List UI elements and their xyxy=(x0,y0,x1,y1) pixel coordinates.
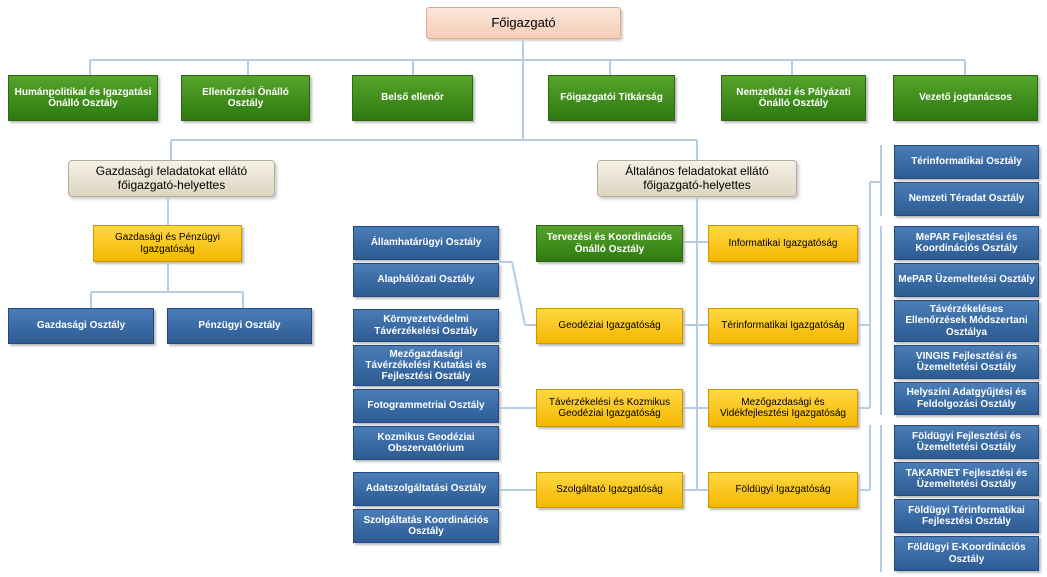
vingis-osztaly: VINGIS Fejlesztési és Üzemeltetési Osztá… xyxy=(894,345,1039,379)
foldugyi-fejlesztesi-osztaly: Földügyi Fejlesztési és Üzemeltetési Osz… xyxy=(894,425,1039,459)
fotogrammetriai-osztaly: Fotogrammetriai Osztály xyxy=(353,389,499,423)
geodeziai-igazgatosag: Geodéziai Igazgatóság xyxy=(536,308,683,344)
terinformatikai-osztaly: Térinformatikai Osztály xyxy=(894,145,1039,179)
top-unit-nemzetkozi: Nemzetközi és Pályázati Önálló Osztály xyxy=(721,75,866,121)
allamhatarugyi-osztaly: Államhatárügyi Osztály xyxy=(353,226,499,260)
foldugyi-igazgatosag: Földügyi Igazgatóság xyxy=(708,472,858,508)
top-unit-belso: Belső ellenőr xyxy=(352,75,473,121)
foldugyi-terinformatikai-osztaly: Földügyi Térinformatikai Fejlesztési Osz… xyxy=(894,499,1039,533)
tervezesi-osztaly: Tervezési és Koordinációs Önálló Osztály xyxy=(536,225,683,262)
top-director-box: Főigazgató xyxy=(426,7,621,39)
helyszini-adatgyujtesi-osztaly: Helyszíni Adatgyűjtési és Feldolgozási O… xyxy=(894,382,1039,415)
foldugyi-e-koordinacios-osztaly: Földügyi E-Koordinációs Osztály xyxy=(894,536,1039,571)
taverzekeleses-ellenorzesek-osztaly: Távérzékeléses Ellenőrzések Módszertani … xyxy=(894,300,1039,342)
gazdasagi-igazgatosag: Gazdasági és Pénzügyi Igazgatóság xyxy=(93,225,242,262)
alaphalozati-osztaly: Alaphálózati Osztály xyxy=(353,263,499,297)
adatszolgaltatasi-osztaly: Adatszolgáltatási Osztály xyxy=(353,472,499,506)
top-unit-titkarsag: Főigazgatói Titkárság xyxy=(548,75,675,121)
szolgaltato-igazgatosag: Szolgáltató Igazgatóság xyxy=(536,472,683,508)
mepar-uzemeltetesi-osztaly: MePAR Üzemeltetési Osztály xyxy=(894,263,1039,297)
mezogazdasagi-igazgatosag: Mezőgazdasági és Vidékfejlesztési Igazga… xyxy=(708,389,858,427)
top-unit-ellenorzesi: Ellenőrzési Önálló Osztály xyxy=(181,75,310,121)
deputy-gazdasagi: Gazdasági feladatokat ellátó főigazgató-… xyxy=(68,160,275,197)
gazdasagi-osztaly: Gazdasági Osztály xyxy=(8,308,154,344)
taverzekelesi-igazgatosag: Távérzékelési és Kozmikus Geodéziai Igaz… xyxy=(536,389,683,427)
nemzeti-teradat-osztaly: Nemzeti Téradat Osztály xyxy=(894,182,1039,216)
kozmikus-obszervatorium: Kozmikus Geodéziai Obszervatórium xyxy=(353,426,499,460)
penzugyi-osztaly: Pénzügyi Osztály xyxy=(167,308,312,344)
terinformatikai-igazgatosag: Térinformatikai Igazgatóság xyxy=(708,308,858,344)
informatikai-igazgatosag: Informatikai Igazgatóság xyxy=(708,225,858,262)
mepar-fejlesztesi-osztaly: MePAR Fejlesztési és Koordinációs Osztál… xyxy=(894,226,1039,260)
kornyezetvedelmi-osztaly: Környezetvédelmi Távérzékelési Osztály xyxy=(353,309,499,342)
szolgaltatas-koordinacios-osztaly: Szolgáltatás Koordinációs Osztály xyxy=(353,509,499,543)
takarnet-osztaly: TAKARNET Fejlesztési és Üzemeltetési Osz… xyxy=(894,462,1039,496)
top-unit-human: Humánpolitikai és Igazgatási Önálló Oszt… xyxy=(8,75,158,121)
deputy-altalanos: Általános feladatokat ellátó főigazgató-… xyxy=(597,160,797,197)
mezogazdasagi-taverzekelesi-osztaly: Mezőgazdasági Távérzékelési Kutatási és … xyxy=(353,345,499,386)
top-unit-jogtanacsos: Vezető jogtanácsos xyxy=(893,75,1038,121)
